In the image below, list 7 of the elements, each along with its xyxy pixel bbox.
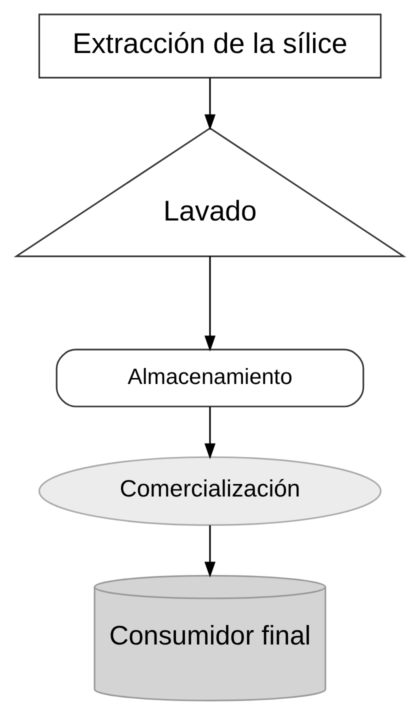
node-box: Extracción de la sílice <box>38 14 382 78</box>
node-ellipse: Comercialización <box>38 456 382 526</box>
node-box: Almacenamiento <box>55 348 364 408</box>
arrow <box>204 78 216 130</box>
arrow <box>204 406 216 460</box>
arrow <box>204 256 216 352</box>
arrow <box>204 525 216 578</box>
